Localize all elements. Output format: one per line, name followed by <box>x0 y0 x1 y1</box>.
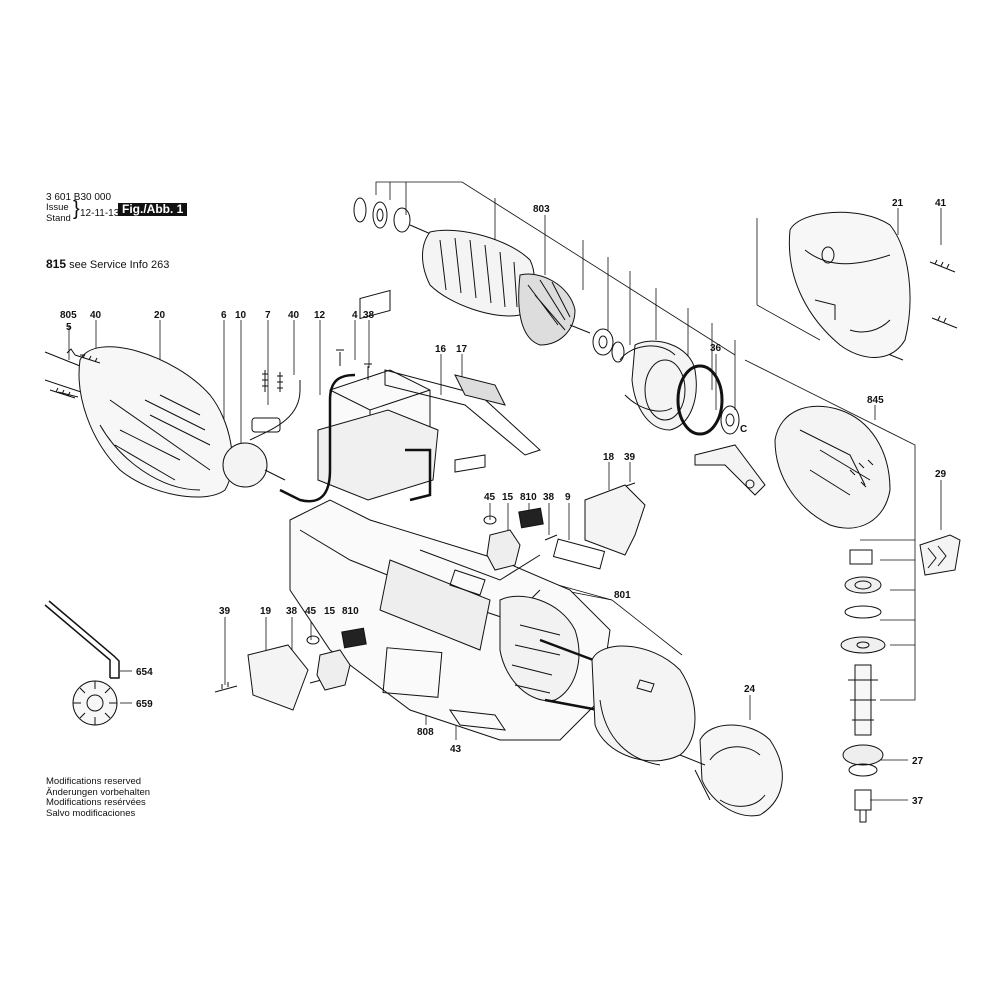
callout-845: 845 <box>867 395 884 406</box>
issue-date: 12-11-13 <box>80 208 120 219</box>
issue-labels: Issue Stand <box>46 202 71 224</box>
front-head <box>694 211 911 529</box>
callout-803: 803 <box>533 204 550 215</box>
callout-808: 808 <box>417 727 434 738</box>
callout-37: 37 <box>912 796 924 807</box>
rear-housing <box>44 346 432 503</box>
callout-c: C <box>740 424 747 435</box>
callout-17: 17 <box>456 344 468 355</box>
modifications-fr: Modifications resérvées <box>46 797 146 808</box>
callout-5: 5 <box>66 322 72 333</box>
callout-labels: 803 21 41 805 5 40 20 6 10 7 40 12 4 38 … <box>60 198 947 807</box>
main-housing <box>289 499 696 766</box>
callout-9: 9 <box>565 492 571 503</box>
callout-38c: 38 <box>286 606 298 617</box>
callout-19: 19 <box>260 606 272 617</box>
callout-654: 654 <box>136 667 153 678</box>
callout-15a: 15 <box>502 492 514 503</box>
callout-41: 41 <box>935 198 947 209</box>
callout-24: 24 <box>744 684 756 695</box>
brace-glyph: } <box>73 198 80 220</box>
callout-10: 10 <box>235 310 247 321</box>
callout-18: 18 <box>603 452 615 463</box>
callout-20: 20 <box>154 310 166 321</box>
callout-805: 805 <box>60 310 77 321</box>
spindle-stack <box>840 549 886 823</box>
callout-659: 659 <box>136 699 153 710</box>
callout-39b: 39 <box>219 606 231 617</box>
callout-38a: 38 <box>363 310 375 321</box>
brush-holders <box>306 507 544 691</box>
modifications-note: Modifications reserved Änderungen vorbeh… <box>46 776 151 819</box>
clip-29 <box>927 545 947 569</box>
modifications-es: Salvo modificaciones <box>46 807 136 819</box>
callout-40b: 40 <box>288 310 300 321</box>
callout-45a: 45 <box>484 492 496 503</box>
callout-810a: 810 <box>520 492 537 503</box>
service-note: 815 see Service Info 263 <box>46 257 170 271</box>
armature-assembly <box>353 197 740 436</box>
callout-29: 29 <box>935 469 947 480</box>
brush-covers <box>247 484 961 731</box>
figure-label: Fig./Abb. 1 <box>118 203 188 216</box>
callout-40a: 40 <box>90 310 102 321</box>
callout-45b: 45 <box>305 606 317 617</box>
callout-39a: 39 <box>624 452 636 463</box>
callout-36: 36 <box>710 343 722 354</box>
service-text: see Service Info 263 <box>69 259 170 271</box>
callout-4: 4 <box>352 310 358 321</box>
switch-assembly <box>317 289 541 501</box>
callout-16: 16 <box>435 344 447 355</box>
callout-810b: 810 <box>342 606 359 617</box>
document-number: 3 601 B30 000 <box>46 192 112 203</box>
callout-7: 7 <box>265 310 271 321</box>
callout-21: 21 <box>892 198 904 209</box>
callout-38b: 38 <box>543 492 555 503</box>
callout-27: 27 <box>912 756 924 767</box>
modifications-en: Modifications reserved <box>46 776 142 787</box>
callout-43: 43 <box>450 744 462 755</box>
modifications-de: Änderungen vorbehalten <box>46 786 151 798</box>
callout-15b: 15 <box>324 606 336 617</box>
service-number: 815 <box>46 257 67 271</box>
callout-12: 12 <box>314 310 326 321</box>
stand-label: Stand <box>46 213 71 224</box>
callout-801: 801 <box>614 590 631 601</box>
rear-cap <box>679 724 783 817</box>
callout-6: 6 <box>221 310 227 321</box>
issue-label: Issue <box>46 202 69 213</box>
tool-accessories <box>44 600 120 726</box>
